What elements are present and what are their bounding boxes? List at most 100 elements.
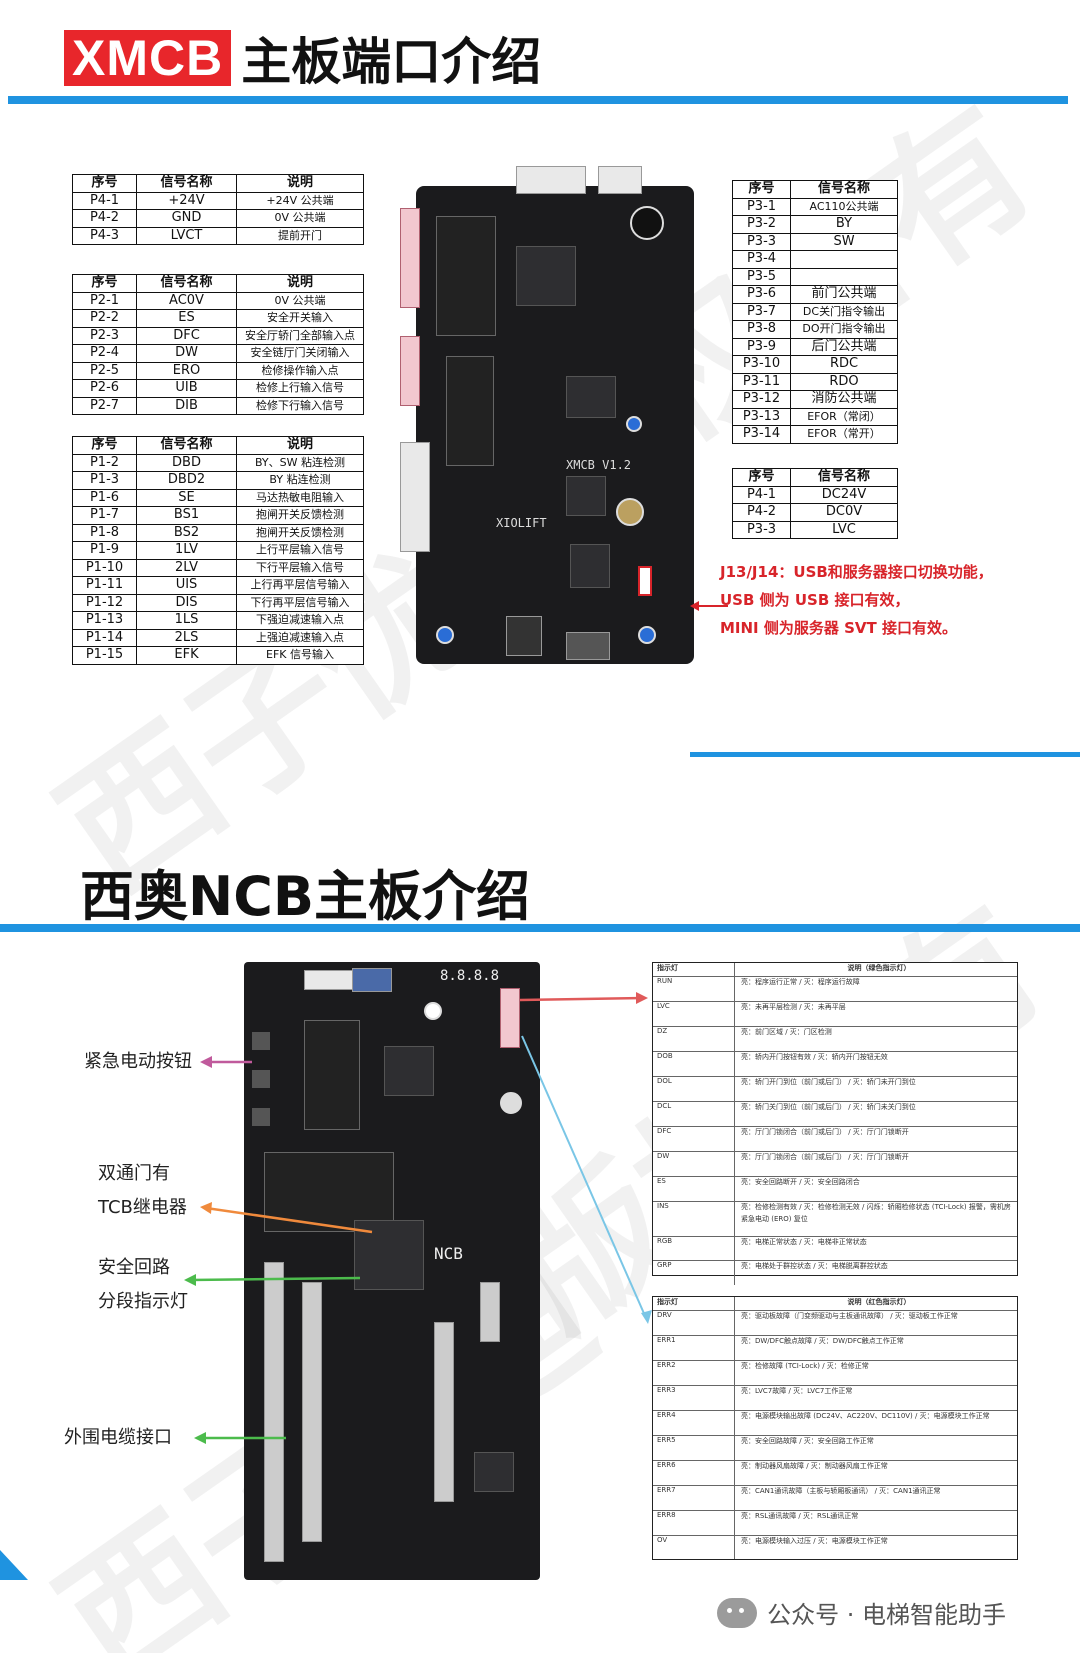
board-brand-label: XIOLIFT (496, 516, 547, 530)
capacitor (436, 626, 454, 644)
label-tcb-line1: 双通门有 (98, 1163, 170, 1184)
connector-p1 (400, 442, 430, 552)
tcb-relay (354, 1220, 424, 1290)
chip (384, 1046, 434, 1096)
label-safety-line2: 分段指示灯 (98, 1291, 188, 1312)
connector (516, 166, 586, 194)
title-underline (0, 924, 1080, 932)
section-divider (690, 752, 1080, 757)
chip (516, 246, 576, 306)
board-model-label: XMCB V1.2 (566, 458, 632, 472)
chip (566, 376, 616, 418)
connector (506, 616, 542, 656)
seven-seg-display: 8.8.8.8 (440, 968, 500, 984)
emergency-button (252, 1032, 270, 1050)
ncb-label: NCB (434, 1244, 463, 1263)
section2-title: 西奥NCB主板介绍 (80, 865, 530, 928)
relay-bank (304, 1020, 360, 1130)
table-row: P4-1+24V+24V 公共端 (72, 191, 364, 210)
xmcb-board-photo: XMCB V1.2 XIOLIFT (400, 166, 694, 664)
label-emergency: 紧急电动按钮 (84, 1051, 192, 1072)
j13-j14-note: J13/J14：USB和服务器接口切换功能， USB 侧为 USB 接口有效， … (720, 563, 993, 637)
capacitor (638, 626, 656, 644)
label-safety-line1: 安全回路 (98, 1257, 170, 1278)
section1-title: XMCB 主板端口介绍 (64, 28, 541, 91)
emergency-button (252, 1108, 270, 1126)
connectors (434, 1322, 454, 1502)
chip (566, 476, 606, 516)
ncb-board-photo: 8.8.8.8 NCB (244, 962, 540, 1580)
connector (598, 166, 642, 194)
buzzer (616, 498, 644, 526)
label-cable: 外围电缆接口 (64, 1427, 172, 1448)
led-indicators (500, 988, 520, 1048)
capacitor (630, 206, 664, 240)
chip (474, 1452, 514, 1492)
capacitor (424, 1002, 442, 1020)
title-underline (8, 96, 1068, 104)
table-row: P3-4 (732, 250, 898, 269)
table-header: 指示灯说明（绿色指示灯） (653, 963, 1017, 977)
label-tcb-line2: TCB继电器 (98, 1197, 187, 1218)
table-header: 指示灯说明（红色指示灯） (653, 1297, 1017, 1311)
relay-bank (446, 356, 494, 466)
peripheral-connectors (302, 1282, 322, 1542)
capacitor (500, 1092, 522, 1114)
corner-triangle-icon (0, 1550, 28, 1580)
capacitor (626, 416, 642, 432)
